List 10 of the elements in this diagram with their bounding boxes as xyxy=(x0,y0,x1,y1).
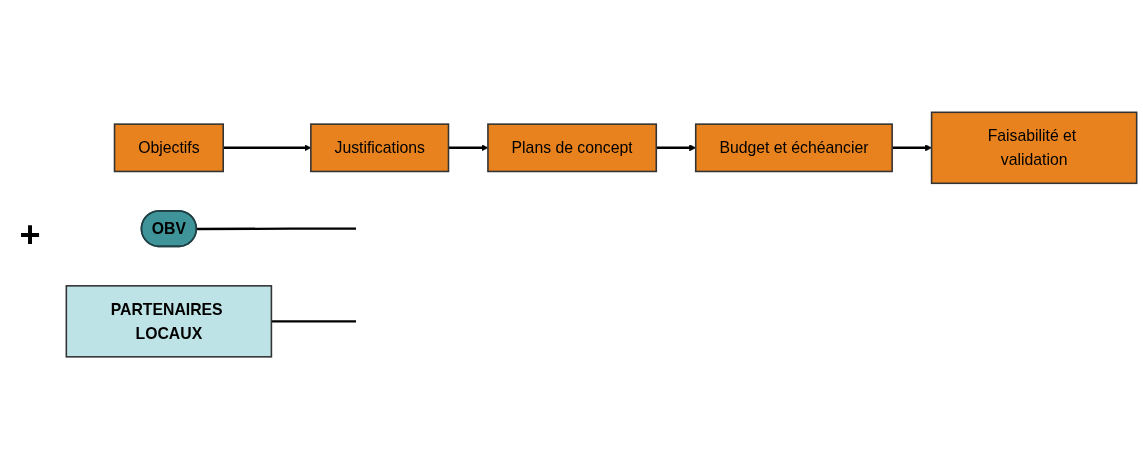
node-box: PARTENAIRES LOCAUX xyxy=(65,284,273,358)
arrow xyxy=(892,144,932,152)
node-box: Budget et échéancier xyxy=(694,123,893,173)
node-box: Faisabilité et validation xyxy=(930,111,1138,184)
node-box: Justifications xyxy=(310,123,450,173)
node-box: Objectifs xyxy=(113,123,224,173)
connector xyxy=(271,320,356,323)
node-box: Plans de concept xyxy=(487,123,658,173)
plus-sign: + xyxy=(18,213,42,256)
connector xyxy=(196,227,356,231)
